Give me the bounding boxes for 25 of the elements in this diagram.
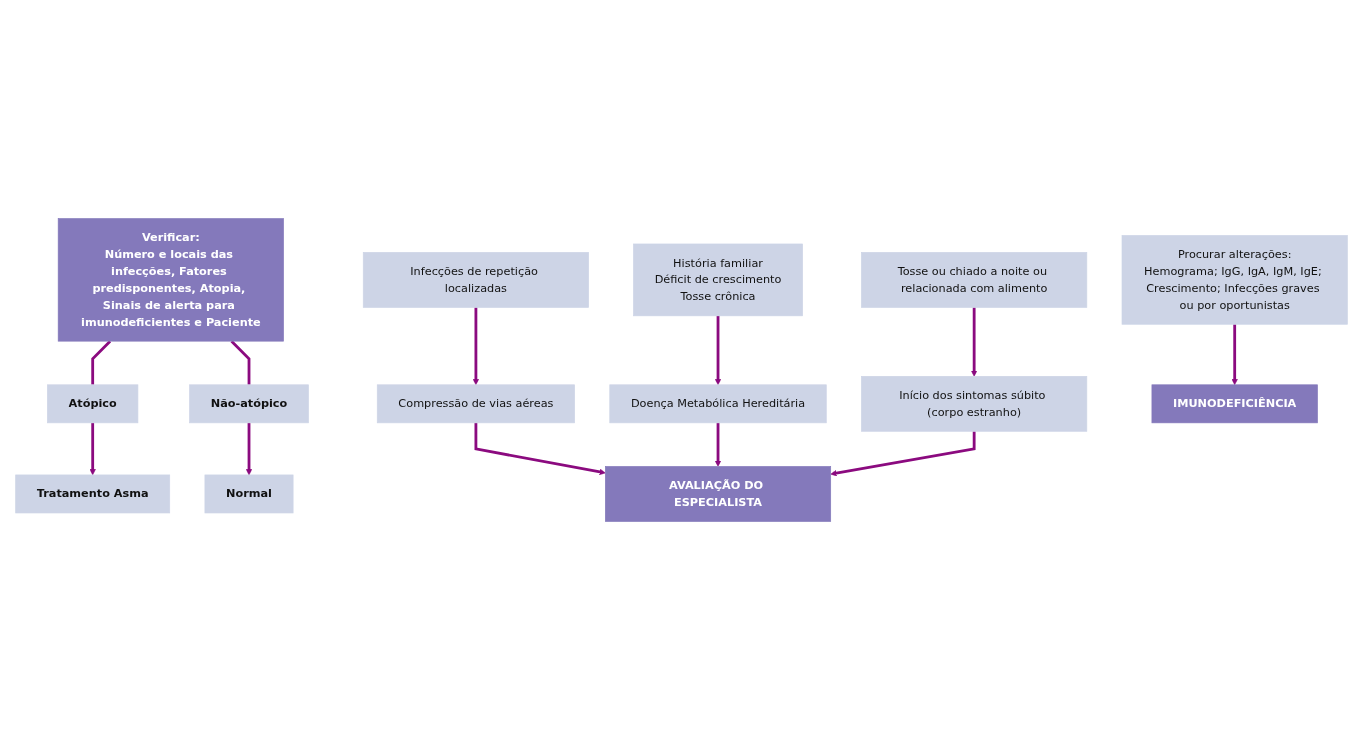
node-box: AVALIAÇÃO DO ESPECIALISTA	[605, 466, 832, 522]
arrow	[971, 307, 978, 377]
node-box: IMUNODEFICIÊNCIA	[1151, 384, 1318, 424]
arrow	[474, 422, 606, 475]
node-box: Tratamento Asma	[15, 474, 171, 514]
node-box: Doença Metabólica Hereditária	[609, 384, 827, 424]
node-box: Verificar: Número e locais das infecções, Fatores predisponentes, Atopia, Sinais de alerta para imunodeficientes e Paciente	[57, 218, 284, 342]
node-box: Não-atópico	[189, 384, 309, 424]
connector	[230, 340, 251, 385]
node-box: História familiar Déficit de crescimento Tosse crônica	[633, 243, 803, 317]
node-box: Atópico	[47, 384, 139, 424]
arrow	[714, 422, 722, 467]
node-box: Compressão de vias aéreas	[376, 384, 575, 424]
arrow	[1231, 324, 1238, 386]
arrow	[472, 307, 479, 386]
arrow	[714, 315, 722, 386]
node-box: Infecções de repetição localizadas	[362, 252, 589, 308]
node-box: Início dos sintomas súbito (corpo estranho)	[861, 375, 1088, 432]
arrow	[89, 422, 96, 476]
arrow	[830, 431, 976, 477]
node-box: Tosse ou chiado a noite ou relacionada com alimento	[861, 252, 1088, 308]
node-box: Procurar alterações: Hemograma; IgG, IgA, IgM, IgE; Crescimento; Infecções graves ou por oportunistas	[1121, 235, 1348, 325]
connector	[91, 340, 112, 385]
node-box: Normal	[204, 474, 294, 514]
arrow	[245, 422, 253, 476]
